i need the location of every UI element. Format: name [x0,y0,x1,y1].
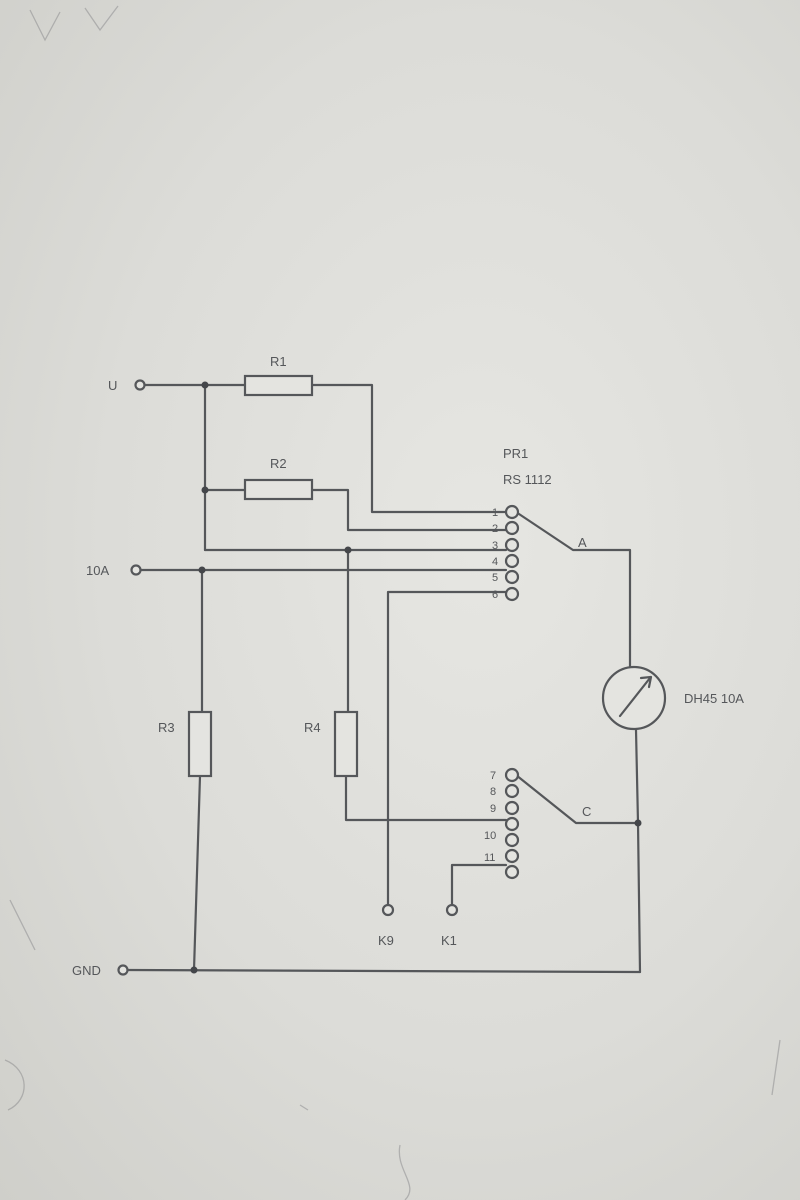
switch-pin-numbers-c: 7 8 9 10 11 [484,770,496,864]
junction-dot [190,966,198,974]
switch-contact [504,553,520,569]
switch-contact [504,832,520,848]
wire-r2-pin2 [310,488,508,532]
switch-deck-c-contacts [504,767,520,880]
pin-number: 7 [490,770,496,782]
resistor-r4 [333,710,359,778]
label-k1: K1 [441,933,457,948]
pin-number: 2 [492,523,498,535]
junction-dot [201,381,209,389]
resistor-r3 [187,710,213,778]
wire-r1-pin1 [310,383,508,514]
terminal-k9 [381,903,395,917]
label-r1: R1 [270,354,287,369]
resistor-r1 [243,374,314,397]
terminal-gnd [117,964,129,976]
wire-gnd-rail [125,968,642,974]
switch-contact [504,520,520,536]
label-meter: DH45 10A [684,691,744,706]
switch-contact [504,783,520,799]
label-gnd: GND [72,963,101,978]
switch-contact [504,504,520,520]
meter-arrow [618,676,652,718]
pin-number: 10 [484,830,496,842]
switch-contact [504,816,520,832]
pin-number: 1 [492,507,498,519]
label-k9: K9 [378,933,394,948]
pin-number: 11 [484,852,495,864]
junction-dot [201,486,209,494]
switch-contact [504,800,520,816]
terminal-k1 [445,903,459,917]
wire-pin6-k9 [386,590,508,907]
pin-number: 6 [492,589,498,601]
wire-k1-pin11 [450,863,508,907]
label-10a: 10A [86,563,109,578]
switch-contact [504,569,520,585]
label-pole-c: C [582,804,591,819]
terminal-u [134,379,146,391]
label-switch-designator: PR1 [503,446,528,461]
ammeter-symbol [601,665,667,731]
junction-dot [634,819,642,827]
label-r2: R2 [270,456,287,471]
junction-dot [198,566,206,574]
wiring [125,383,642,974]
switch-contact [504,767,520,783]
terminal-10a [130,564,142,576]
paper-pen-marks [4,5,781,1200]
label-pole-a: A [578,535,587,550]
label-switch-part: RS 1112 [503,472,552,487]
wire-meter-c [634,728,640,825]
switch-deck-a-contacts [504,504,520,602]
pin-number: 5 [492,572,498,584]
meter-arrowhead [639,675,653,689]
switch-pin-numbers-a: 1 2 3 4 5 6 [492,507,498,601]
wire-r3-bottom [192,774,202,972]
pin-number: 4 [492,556,498,568]
junction-dots [190,381,642,974]
label-r3: R3 [158,720,175,735]
label-u: U [108,378,117,393]
resistor-r2 [243,478,314,501]
switch-contact [504,586,520,602]
switch-contact [504,537,520,553]
pin-number: 9 [490,803,496,815]
switch-contact [504,864,520,880]
wire-pole-c [514,773,642,974]
junction-dot [344,546,352,554]
pin-number: 3 [492,540,498,552]
switch-contact [504,848,520,864]
label-r4: R4 [304,720,321,735]
wire-r4-pin9 [344,774,508,822]
wire-pole-a [514,510,632,668]
pin-number: 8 [490,786,496,798]
